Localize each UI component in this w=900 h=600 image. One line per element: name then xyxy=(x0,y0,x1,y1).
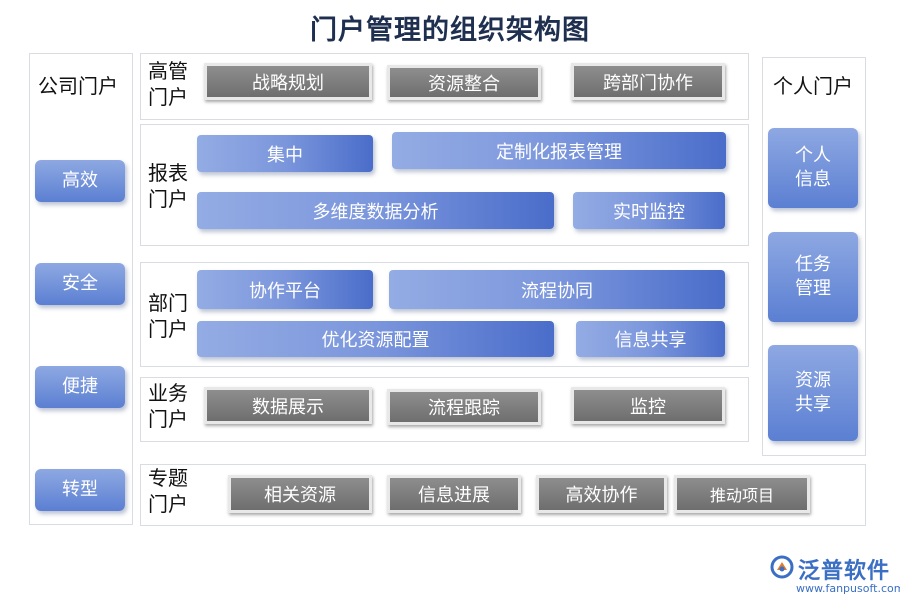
dept-item-collab-platform: 协作平台 xyxy=(197,270,373,309)
company-item-secure: 安全 xyxy=(35,263,125,305)
biz-item-monitor: 监控 xyxy=(571,387,725,424)
diagram-title: 门户管理的组织架构图 xyxy=(310,15,590,46)
logo-name: 泛普软件 xyxy=(798,559,891,584)
topic-item-resources: 相关资源 xyxy=(228,475,372,513)
exec-item-crossdept: 跨部门协作 xyxy=(571,63,725,100)
fanpu-logo-icon xyxy=(770,555,794,579)
logo-url: www.fanpusoft.com xyxy=(796,582,900,595)
personal-item-resource: 资源 共享 xyxy=(768,345,858,441)
company-item-convenient: 便捷 xyxy=(35,366,125,408)
biz-item-tracking: 流程跟踪 xyxy=(387,389,541,425)
exec-item-strategy: 战略规划 xyxy=(204,63,372,100)
company-item-efficient: 高效 xyxy=(35,160,125,202)
dept-item-optimize: 优化资源配置 xyxy=(197,321,554,357)
topic-item-efficient-collab: 高效协作 xyxy=(536,475,667,513)
topic-portal-label: 专题 门户 xyxy=(148,466,188,516)
personal-item-task: 任务 管理 xyxy=(768,232,858,322)
dept-item-process-sync: 流程协同 xyxy=(389,270,725,309)
report-item-centralized: 集中 xyxy=(197,135,373,172)
company-item-transform: 转型 xyxy=(35,469,125,511)
dept-portal-label: 部门 门户 xyxy=(148,291,188,341)
report-portal-label: 报表 门户 xyxy=(148,161,188,211)
dept-item-info-share: 信息共享 xyxy=(576,321,725,357)
topic-item-progress: 信息进展 xyxy=(387,475,521,513)
exec-item-resource: 资源整合 xyxy=(387,65,541,100)
report-item-realtime: 实时监控 xyxy=(573,192,725,229)
biz-item-display: 数据展示 xyxy=(204,387,372,424)
biz-portal-label: 业务 门户 xyxy=(148,381,188,431)
company-portal-title: 公司门户 xyxy=(38,74,118,98)
report-item-multidim: 多维度数据分析 xyxy=(197,192,554,229)
topic-item-push-project: 推动项目 xyxy=(674,475,810,513)
personal-item-info: 个人 信息 xyxy=(768,128,858,208)
report-item-custom: 定制化报表管理 xyxy=(392,132,726,169)
fanpu-logo: 泛普软件 www.fanpusoft.com xyxy=(770,553,900,597)
personal-portal-title: 个人门户 xyxy=(773,74,853,98)
exec-portal-label: 高管 门户 xyxy=(148,59,188,109)
